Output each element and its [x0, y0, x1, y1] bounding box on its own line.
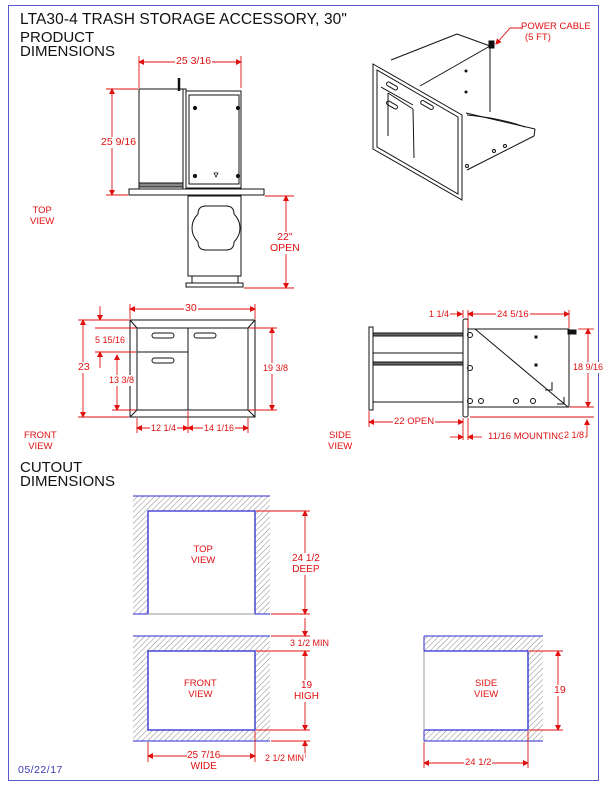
label-line: VIEW [188, 689, 213, 700]
cutout-front-view-label: FRONT VIEW [184, 678, 217, 700]
product-front-view [129, 319, 256, 418]
top-view-label: TOP VIEW [30, 205, 54, 227]
label-line: SIDE [475, 678, 498, 689]
open-text: OPEN [270, 242, 300, 254]
height-value: 19 [300, 680, 313, 691]
label-line: SIDE [329, 430, 352, 441]
front-door-height-dimension: 13 3/8 [108, 375, 136, 386]
label-line: TOP [193, 544, 213, 555]
front-overall-height-dimension: 23 [77, 361, 91, 373]
heading-line: CUTOUT [20, 459, 83, 476]
label-line: VIEW [474, 689, 499, 700]
cutout-dimensions-heading: CUTOUT DIMENSIONS [20, 459, 116, 490]
power-cable-callout: POWER CABLE (5 FT) [521, 21, 591, 43]
side-open-dimension: 22 OPEN [393, 416, 436, 427]
label-line: VIEW [30, 216, 55, 227]
cutout-side-view-label: SIDE VIEW [474, 678, 498, 700]
product-side-view [368, 318, 577, 418]
revision-date: 05/22/17 [18, 764, 63, 776]
cutout-side-depth-dimension: 24 1/2 [464, 757, 493, 768]
cutout-top-view-label: TOP VIEW [191, 544, 215, 566]
heading-line: DIMENSIONS [20, 43, 116, 60]
cutout-front-width-dimension: 25 7/16 WIDE [187, 750, 221, 772]
label-line: FRONT [24, 430, 57, 441]
callout-line: (5 FT) [525, 32, 551, 43]
label-line: FRONT [184, 678, 217, 689]
label-line: VIEW [328, 441, 353, 452]
product-dimensions-heading: PRODUCT DIMENSIONS [20, 29, 116, 60]
depth-text: DEEP [292, 564, 320, 575]
side-mounting-dimension: 11/16 MOUNTING [487, 431, 567, 442]
label-line: VIEW [191, 555, 216, 566]
cutout-side-view [423, 635, 543, 742]
top-view-width-dimension: 25 3/16 [175, 55, 213, 67]
depth-value: 24 1/2 [292, 553, 320, 564]
height-text: HIGH [294, 691, 319, 702]
power-cable-leader [495, 27, 522, 45]
front-drawer-height-dimension: 5 15/16 [94, 335, 127, 346]
top-view-depth-dimension: 25 9/16 [100, 136, 138, 148]
heading-line: PRODUCT [20, 29, 95, 46]
width-text: WIDE [190, 761, 217, 772]
side-flange-dimension: 1 1/4 [428, 309, 451, 320]
side-body-depth-dimension: 24 5/16 [496, 309, 530, 320]
callout-line: POWER CABLE [521, 21, 591, 32]
side-body-height-dimension: 18 9/16 [572, 362, 605, 373]
cutout-front-view [133, 635, 270, 742]
heading-line: DIMENSIONS [20, 473, 116, 490]
front-right-width-dimension: 14 1/16 [203, 423, 236, 434]
front-opening-height-dimension: 19 3/8 [262, 363, 290, 374]
drawing-frame [8, 5, 599, 781]
cutout-top-view [133, 495, 270, 615]
side-view-label: SIDE VIEW [328, 430, 352, 452]
front-view-label: FRONT VIEW [24, 430, 57, 452]
top-view-open-dimension: 22" OPEN [270, 232, 300, 254]
label-line: TOP [32, 205, 52, 216]
front-overall-width-dimension: 30 [184, 302, 198, 314]
side-bottom-offset-dimension: 2 1/8 [563, 430, 586, 441]
product-top-view [128, 78, 265, 288]
cutout-top-depth-dimension: 24 1/2 DEEP [292, 553, 320, 575]
open-value: 22" [270, 232, 300, 243]
cutout-side-height-dimension: 19 [553, 684, 567, 696]
cutout-front-top-min-dimension: 3 1/2 MIN [289, 638, 331, 649]
front-left-width-dimension: 12 1/4 [150, 423, 178, 434]
front-view-dimension-lines [78, 304, 277, 433]
cutout-front-bottom-min-dimension: 2 1/2 MIN [264, 753, 306, 764]
width-value: 25 7/16 [187, 750, 221, 761]
product-isometric-view [372, 33, 536, 201]
document-title: LTA30-4 TRASH STORAGE ACCESSORY, 30" [20, 11, 347, 28]
label-line: VIEW [28, 441, 53, 452]
cutout-front-height-dimension: 19 HIGH [294, 680, 319, 702]
